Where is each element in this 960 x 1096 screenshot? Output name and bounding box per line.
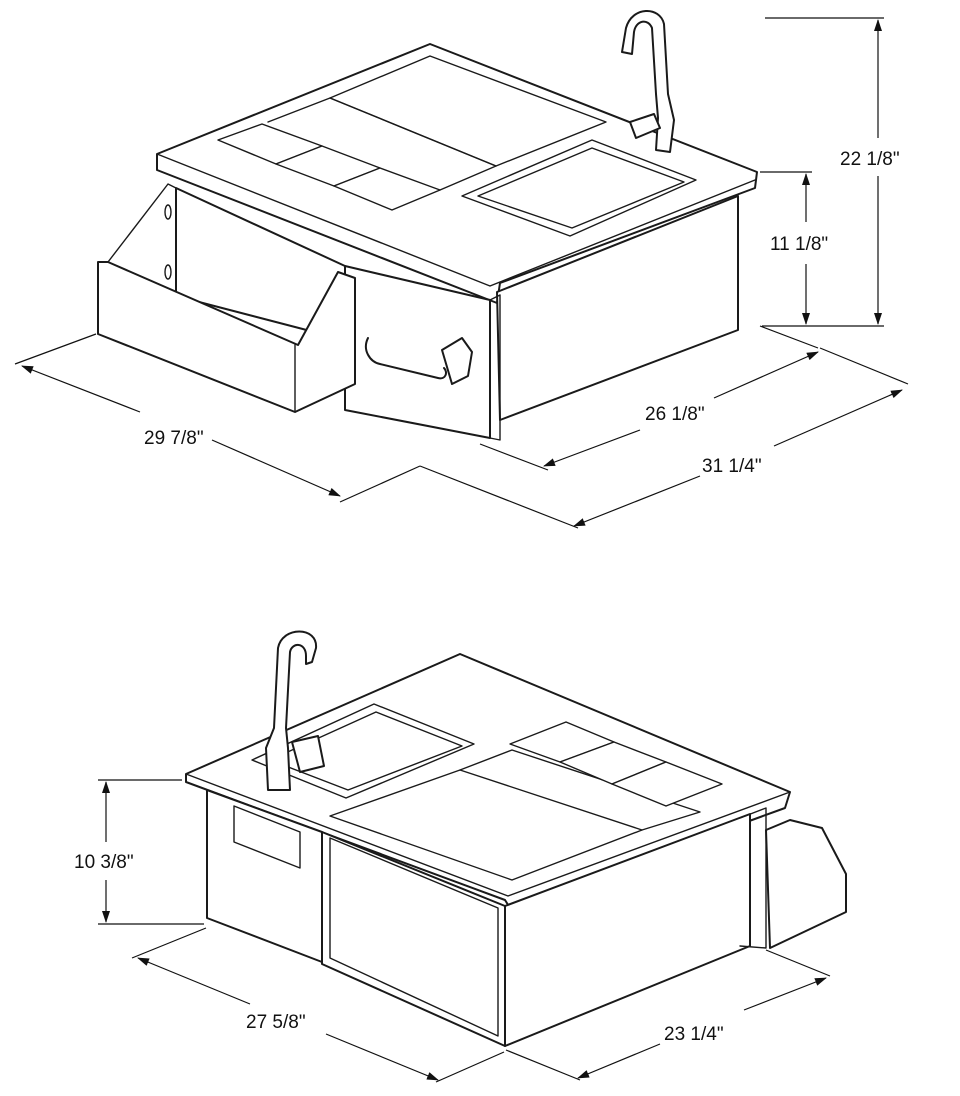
top-unit-ice-bin	[267, 97, 497, 191]
left-width-dim-end	[211, 439, 341, 497]
top-unit-faucet	[621, 10, 675, 153]
inner-depth-ref-end	[759, 325, 819, 349]
overall-depth-ref-start	[419, 465, 579, 529]
inner-depth-dim-start	[543, 429, 641, 467]
overall-height-label: 22 1/8"	[840, 149, 900, 170]
top-unit-mount-hole	[164, 264, 172, 280]
bottom-unit-condiment-pan	[611, 761, 723, 807]
top-unit-cabinet-side	[496, 195, 739, 421]
top-unit-faucet-valve	[629, 113, 661, 139]
side-depth-dim-start	[577, 1043, 661, 1079]
side-depth-dim-end	[743, 977, 827, 1011]
bottom-unit-faucet	[265, 630, 318, 791]
top-unit-sink-basin	[461, 139, 697, 237]
left-width-label: 29 7/8"	[144, 428, 204, 449]
inner-depth-ref-start	[479, 443, 549, 471]
top-unit-sink-inner	[477, 147, 685, 229]
left-width-ref-start	[14, 333, 97, 365]
top-unit-side-trim	[489, 294, 501, 441]
top-unit-drawing	[97, 10, 758, 441]
overall-depth-dim-end	[773, 389, 903, 447]
front-width-dim-start	[137, 957, 251, 1005]
bottom-unit-bottle-tray	[765, 819, 847, 949]
left-width-dim-start	[21, 365, 141, 413]
bottom-unit-drawing	[185, 630, 847, 1047]
top-unit-countertop	[156, 43, 758, 304]
front-width-label: 27 5/8"	[246, 1012, 306, 1033]
bottom-unit-door-frame	[329, 837, 499, 1037]
counter-height-label: 11 1/8"	[770, 234, 828, 255]
overall-depth-ref-end	[819, 347, 909, 385]
side-depth-ref-end	[765, 949, 831, 977]
bottom-dimension-lines	[98, 779, 831, 1083]
side-depth-label: 23 1/4"	[664, 1024, 724, 1045]
left-width-ref-end	[339, 465, 421, 503]
inner-depth-label: 26 1/8"	[645, 404, 705, 425]
bottom-unit-faucet-valve	[291, 735, 325, 773]
top-unit-bottle-tray	[97, 261, 356, 413]
top-unit-counter-edge	[156, 153, 756, 287]
front-width-ref-start	[131, 927, 207, 959]
front-width-dim-end	[325, 1033, 439, 1081]
top-unit-drawer-handle	[364, 337, 447, 380]
inner-depth-dim-end	[713, 351, 819, 399]
overall-depth-label: 31 1/4"	[702, 456, 762, 477]
bottom-unit-side-trim	[739, 807, 767, 949]
bottom-unit-cabinet-side	[504, 813, 751, 1047]
top-unit-bottle-opener	[441, 337, 473, 385]
top-dimension-lines	[14, 17, 909, 529]
top-unit-tray-back	[107, 183, 177, 263]
bottom-unit-sink-inner	[269, 711, 463, 791]
overall-depth-dim-start	[573, 475, 701, 527]
bottom-unit-counter-edge	[185, 773, 791, 897]
side-depth-ref-start	[505, 1049, 581, 1081]
front-width-ref-end	[435, 1051, 505, 1083]
body-height-label: 10 3/8"	[74, 852, 134, 873]
bottom-unit-pull-recess	[233, 805, 301, 869]
top-unit-mount-hole	[164, 204, 172, 220]
